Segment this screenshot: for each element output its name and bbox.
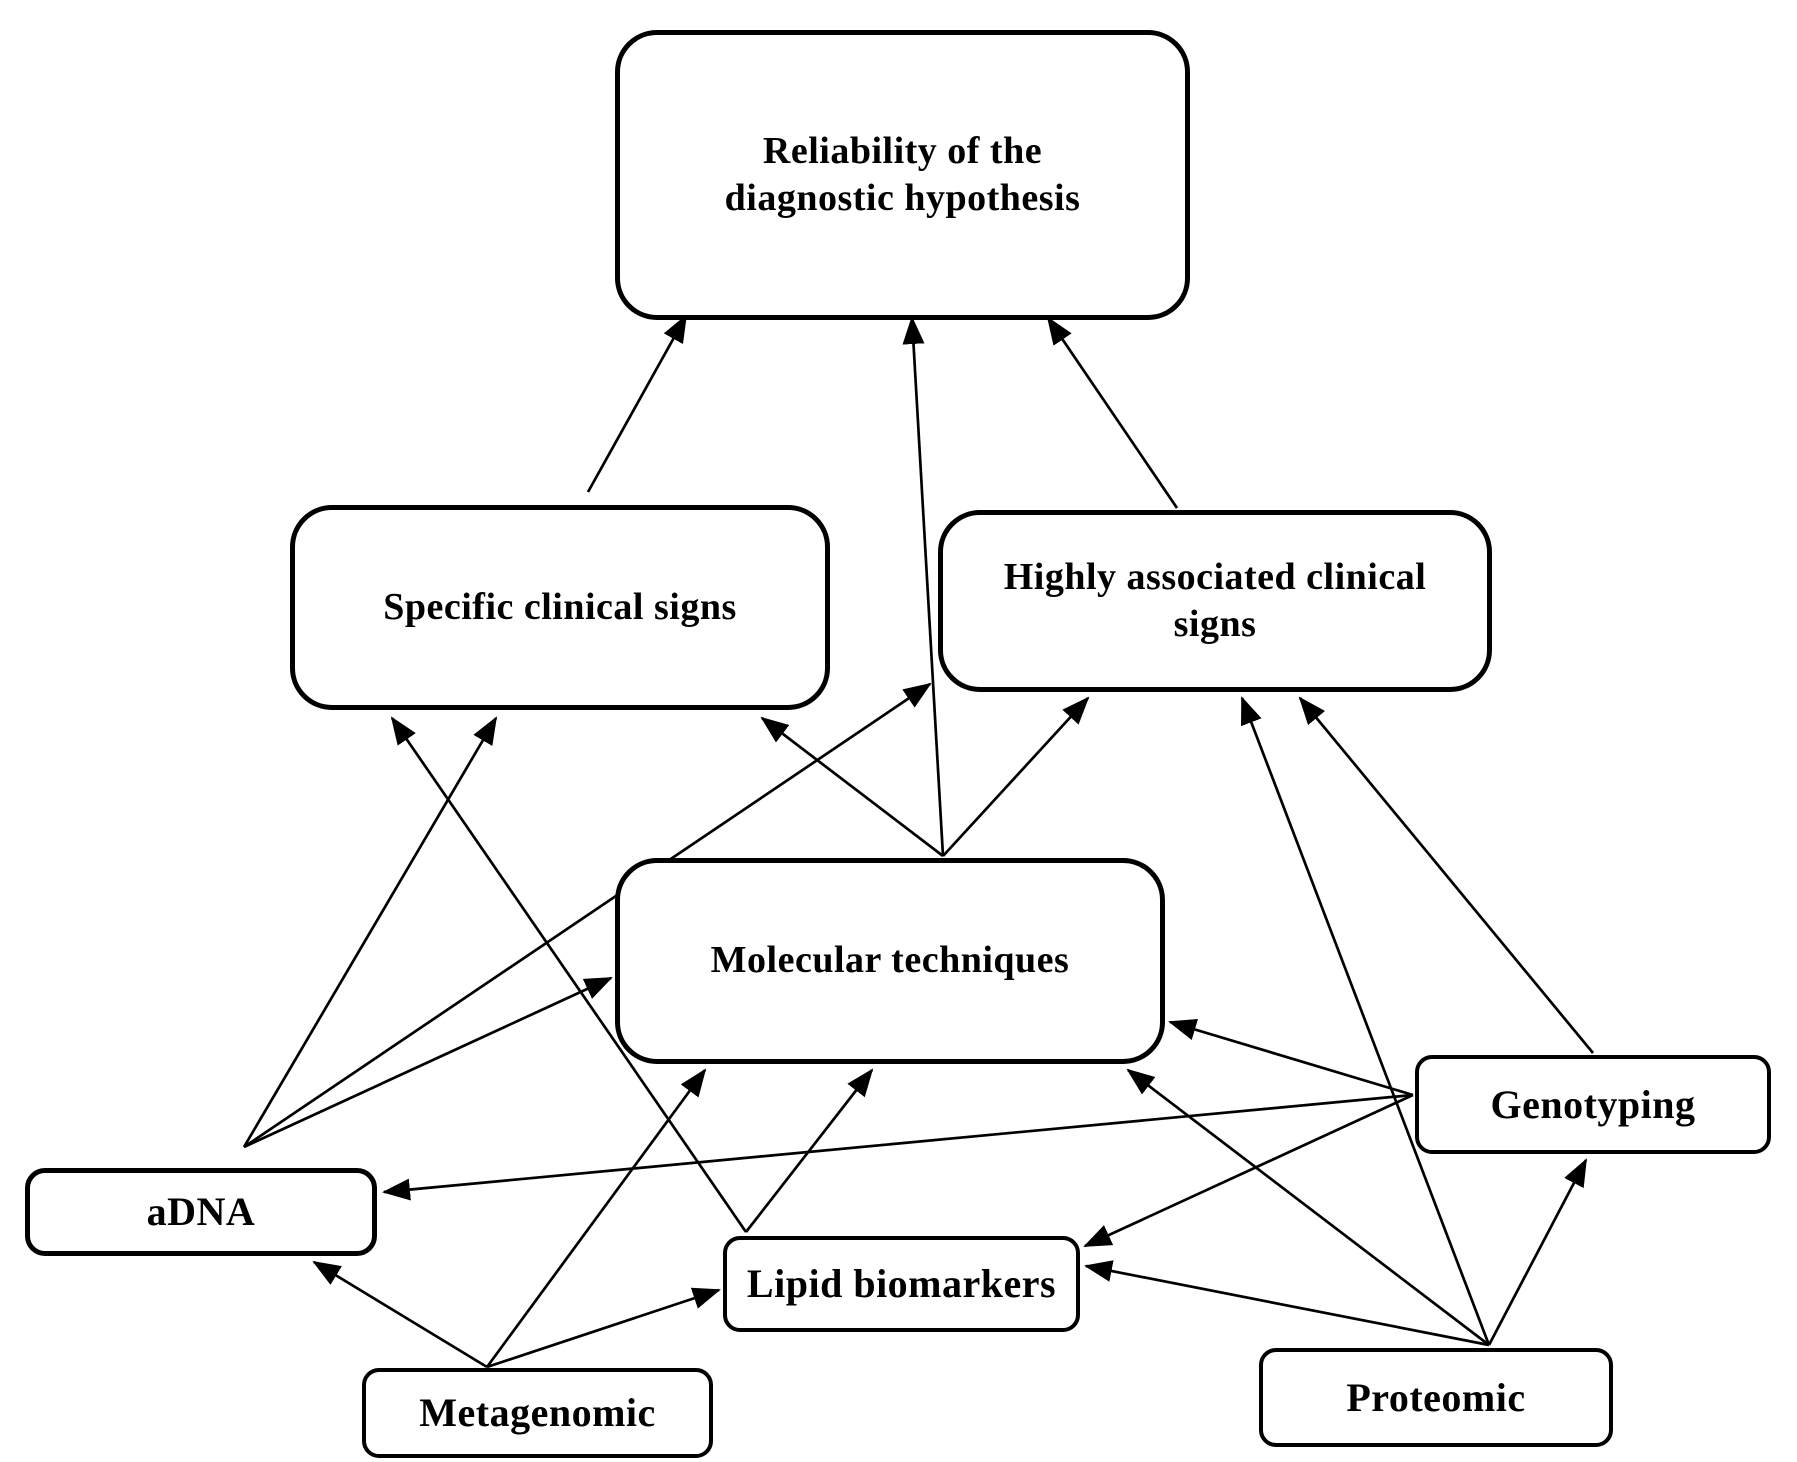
node-genotyping: Genotyping	[1415, 1055, 1771, 1154]
arrow-highly-to-reliability	[1046, 316, 1179, 509]
arrow-metagenomic-to-lipid	[486, 1287, 721, 1369]
arrow-genotyping-to-lipid	[1083, 1093, 1414, 1248]
node-adna-label: aDNA	[146, 1189, 256, 1234]
arrow-proteomic-to-lipid	[1084, 1260, 1490, 1347]
node-highly-associated-clinical-signs: Highly associated clinical signs	[938, 510, 1492, 692]
arrow-proteomic-to-genotyping	[1487, 1158, 1588, 1346]
arrow-genotyping-to-molecular	[1168, 1018, 1414, 1097]
node-molecular-label: Molecular techniques	[710, 939, 1070, 982]
node-reliability-label: Reliability of the diagnostic hypothesis	[724, 129, 1081, 220]
node-reliability-of-diagnostic-hypothesis: Reliability of the diagnostic hypothesis	[615, 30, 1190, 320]
node-specific-clinical-signs: Specific clinical signs	[290, 505, 830, 710]
arrow-adna-to-highly	[243, 682, 932, 1149]
node-molecular-techniques: Molecular techniques	[615, 858, 1165, 1064]
node-proteomic-label: Proteomic	[1346, 1374, 1526, 1420]
node-lipid-label: Lipid biomarkers	[746, 1261, 1057, 1306]
arrow-genotyping-to-adna	[382, 1093, 1414, 1201]
node-metagenomic: Metagenomic	[362, 1368, 713, 1458]
arrow-proteomic-to-highly	[1240, 696, 1491, 1346]
node-highly-label: Highly associated clinical signs	[1003, 555, 1427, 646]
arrow-lipid-to-specific	[390, 716, 748, 1233]
arrow-adna-to-specific	[242, 716, 498, 1148]
arrow-metagenomic-to-molecular	[485, 1068, 707, 1368]
node-specific-label: Specific clinical signs	[383, 585, 737, 628]
node-proteomic: Proteomic	[1259, 1348, 1613, 1447]
node-metagenomic-label: Metagenomic	[419, 1390, 656, 1435]
arrow-genotyping-to-highly	[1298, 696, 1595, 1054]
arrow-adna-to-molecular	[243, 976, 613, 1149]
node-genotyping-label: Genotyping	[1490, 1081, 1696, 1127]
node-adna: aDNA	[25, 1168, 377, 1256]
arrow-molecular-to-reliability	[902, 316, 945, 857]
arrow-proteomic-to-molecular	[1126, 1068, 1490, 1347]
arrow-molecular-to-specific	[760, 716, 944, 858]
arrow-specific-to-reliability	[586, 314, 688, 493]
node-lipid-biomarkers: Lipid biomarkers	[723, 1236, 1080, 1332]
arrow-metagenomic-to-adna	[312, 1260, 488, 1369]
arrow-molecular-to-highly	[942, 696, 1090, 857]
